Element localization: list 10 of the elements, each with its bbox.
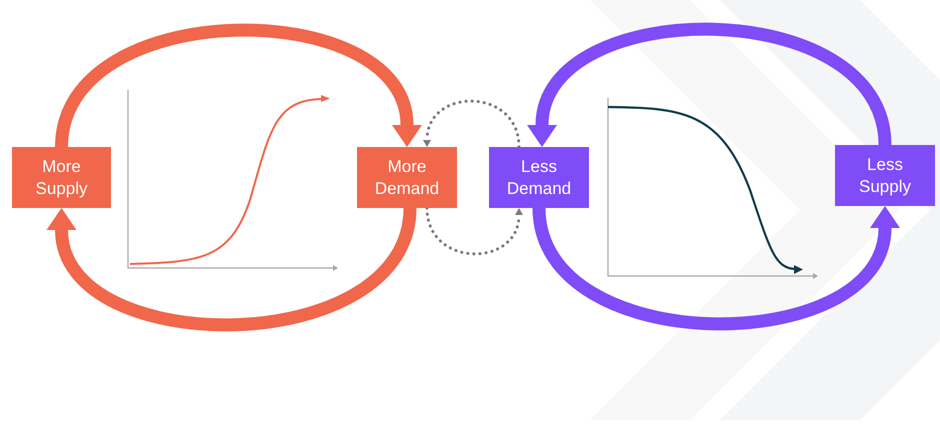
- process-box: More Supply: [12, 147, 111, 208]
- curved-arrow: [55, 24, 422, 148]
- process-box: Less Supply: [835, 145, 935, 206]
- dotted-arrow: [426, 206, 523, 256]
- dotted-arrow: [423, 100, 520, 148]
- curved-arrow: [46, 206, 416, 332]
- process-box: Less Demand: [489, 147, 589, 208]
- curved-arrow: [532, 206, 900, 330]
- curved-arrow: [527, 22, 892, 147]
- process-box: More Demand: [357, 147, 457, 208]
